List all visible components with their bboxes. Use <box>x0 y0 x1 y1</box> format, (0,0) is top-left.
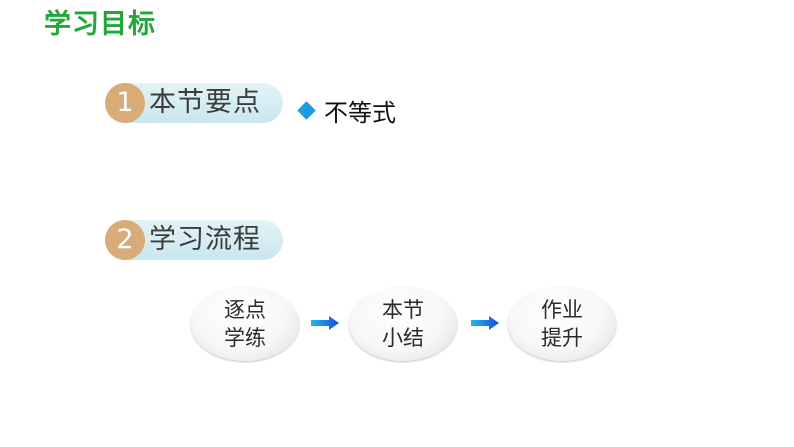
flow-node-line: 逐点 <box>224 298 266 322</box>
flow-node-practice[interactable]: 逐点 学练 <box>191 287 299 361</box>
arrow-right-icon <box>471 316 499 330</box>
section-header-key-points: 1 本节要点 <box>105 83 283 123</box>
section-header-learning-flow: 2 学习流程 <box>105 220 283 260</box>
flow-node-line: 本节 <box>382 298 424 322</box>
section-label: 学习流程 <box>149 224 261 255</box>
flow-node-homework[interactable]: 作业 提升 <box>508 287 616 361</box>
arrow-right-icon <box>311 316 339 330</box>
section-number-badge: 1 <box>105 83 145 123</box>
key-point-text: 不等式 <box>324 98 396 127</box>
flow-node-summary[interactable]: 本节 小结 <box>349 287 457 361</box>
flow-node-line: 学练 <box>224 326 266 350</box>
flow-node-line: 提升 <box>541 326 583 350</box>
page-title: 学习目标 <box>44 9 156 40</box>
section-label: 本节要点 <box>149 87 261 118</box>
flow-node-line: 作业 <box>541 298 583 322</box>
section-number-badge: 2 <box>105 220 145 260</box>
flow-node-line: 小结 <box>382 326 424 350</box>
diamond-icon <box>297 100 316 120</box>
key-point-item: 不等式 <box>297 94 396 127</box>
